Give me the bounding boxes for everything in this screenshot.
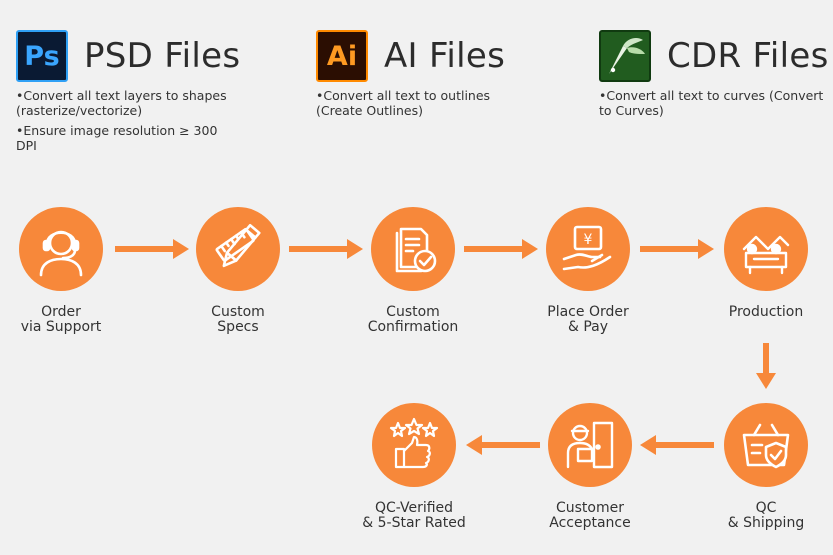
coreldraw-logo-icon <box>599 30 651 82</box>
arrow-right-icon <box>640 239 714 259</box>
psd-files-title: PSD Files <box>84 36 241 76</box>
step-label-line1: Production <box>728 304 804 320</box>
pencil-ruler-icon <box>215 223 261 268</box>
cdr-file-block: CDR Files •Convert all text to curves (C… <box>599 30 829 123</box>
psd-note-resolution: •Ensure image resolution ≥ 300 DPI <box>16 123 218 153</box>
step-label-line2: & 5-Star Rated <box>362 515 466 531</box>
step-label-line2: & Shipping <box>727 515 805 531</box>
ai-file-block: Ai AI Files •Convert all text to outline… <box>316 30 536 123</box>
step-label-line1: Custom <box>211 304 265 320</box>
step-custom-confirmation: Custom Confirmation <box>368 207 458 335</box>
step-label-line2: Specs <box>217 319 259 335</box>
step-label-line2: via Support <box>20 319 102 335</box>
illustrator-logo-icon: Ai <box>316 30 368 82</box>
step-label-line1: Order <box>41 304 81 320</box>
step-label-line1: Custom <box>386 304 440 320</box>
ai-files-title: AI Files <box>384 36 506 76</box>
step-label-line1: QC-Verified <box>374 500 454 516</box>
step-customer-acceptance: Customer Acceptance <box>548 403 632 531</box>
factory-workers-icon <box>742 235 790 275</box>
cdr-note-curves: •Convert all text to curves (Convert to … <box>599 88 824 118</box>
cdr-files-title: CDR Files <box>667 36 829 76</box>
psd-file-block: Ps PSD Files •Convert all text layers to… <box>16 30 240 158</box>
step-label-line1: QC <box>755 500 777 516</box>
step-label-line1: Place Order <box>547 304 629 320</box>
arrow-right-icon <box>289 239 363 259</box>
arrow-right-icon <box>115 239 189 259</box>
step-order-via-support: Order via Support <box>19 207 103 335</box>
step-label-line2: Acceptance <box>549 515 631 531</box>
step-production: Production <box>724 207 808 320</box>
arrow-left-icon <box>640 435 714 455</box>
step-qc-shipping: QC & Shipping <box>724 403 808 531</box>
psd-note-text: •Convert all text layers to shapes (rast… <box>16 88 227 118</box>
arrow-down-icon <box>756 343 776 389</box>
step-custom-specs: Custom Specs <box>196 207 280 335</box>
headset-person-icon <box>39 230 83 277</box>
delivery-person-icon <box>566 421 614 469</box>
document-check-icon <box>395 227 437 273</box>
arrow-left-icon <box>466 435 540 455</box>
step-qc-verified-rated: QC-Verified & 5-Star Rated <box>362 403 466 531</box>
step-label-line2: Confirmation <box>367 319 459 335</box>
step-place-order-pay: ¥ Place Order & Pay <box>546 207 630 335</box>
step-label-line1: Customer <box>555 500 624 516</box>
ai-note-outlines: •Convert all text to outlines (Create Ou… <box>316 88 491 118</box>
hand-payment-icon: ¥ <box>562 225 612 271</box>
thumbs-up-stars-icon <box>389 417 439 469</box>
arrow-right-icon <box>464 239 538 259</box>
shield-basket-icon <box>742 423 790 469</box>
photoshop-logo-icon: Ps <box>16 30 68 82</box>
step-label-line2: & Pay <box>567 319 609 335</box>
svg-text:¥: ¥ <box>584 232 593 248</box>
